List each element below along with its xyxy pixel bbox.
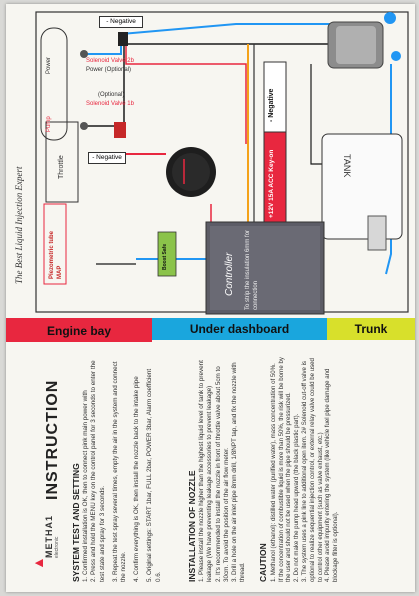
instruction-title: INSTRUCTION [44, 379, 61, 500]
brand-sub: electronic [54, 536, 60, 558]
controller-label: Controller [224, 252, 235, 296]
tank-label: TANK [342, 154, 352, 178]
pump-label: Pump [46, 116, 52, 132]
system-test-section: SYSTEM TEST AND SETTING 1. Confirmed ins… [71, 357, 163, 582]
nozzle-section: INSTALLATION OF NOZZLE 1. Please install… [187, 352, 247, 582]
caution-section: CAUTION 1. Methanol (ethanol): distilled… [258, 352, 340, 582]
boost-safe-label: Boost Safe [162, 243, 168, 270]
band-engine-bay: Engine bay [6, 318, 152, 342]
wiring-diagram [35, 11, 409, 315]
relay-acc-label: +12V 15A ACC Key-on [268, 149, 275, 218]
caution-title: CAUTION [258, 543, 268, 582]
band-under-dashboard: Under dashboard [152, 318, 327, 340]
solenoid-valve-2b-label: Solenoid Valve 2b [86, 58, 134, 64]
controller-note: To strip the insulation 6mm for connecti… [245, 229, 259, 310]
piezometric-tube-label: Piezometric tube MAP [49, 230, 63, 279]
instruction-sheet: The Best Liquid Injection Expert - Negat… [6, 4, 415, 592]
optional-label: (Optional) [98, 92, 125, 98]
negative-label-top: - Negative [99, 16, 143, 28]
system-title: SYSTEM TEST AND SETTING [71, 463, 81, 582]
nozzle-title: INSTALLATION OF NOZZLE [187, 470, 197, 582]
relay-negative-label: - Negative [268, 88, 275, 122]
brand-mark-icon: ▲ [30, 556, 46, 570]
throttle-label: Throttle [58, 155, 65, 179]
power-label: Power [46, 56, 52, 74]
under-dashboard-label: Under dashboard [189, 322, 290, 336]
power-optional-label: Power (Optional) [86, 67, 132, 73]
negative-label-bottom: - Negative [88, 152, 126, 164]
brand-name: METHA1 [44, 514, 54, 558]
solenoid-valve-1b-label: Solenoid Valve 1b [86, 101, 134, 107]
slogan: The Best Liquid Injection Expert [14, 166, 24, 284]
engine-bay-label: Engine bay [46, 324, 111, 338]
trunk-label: Trunk [354, 322, 388, 336]
band-trunk: Trunk [327, 318, 415, 340]
